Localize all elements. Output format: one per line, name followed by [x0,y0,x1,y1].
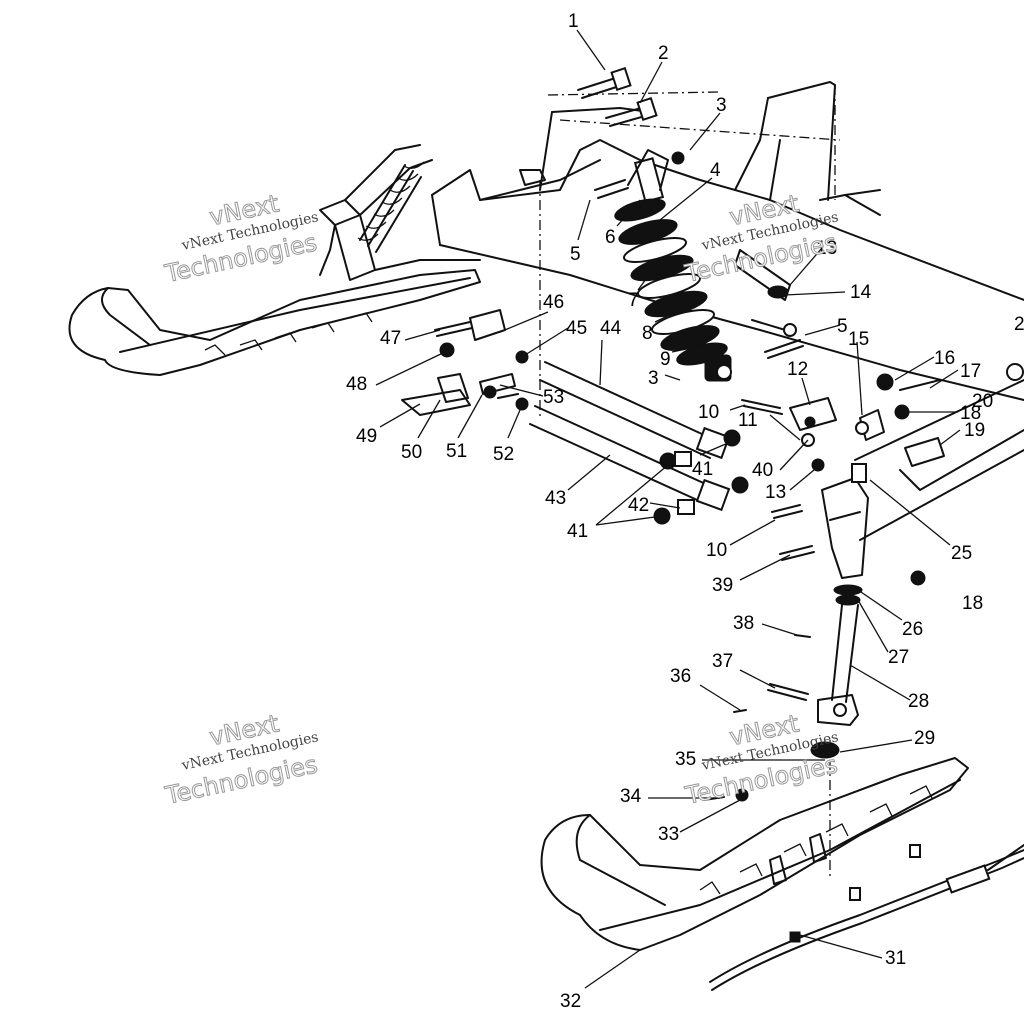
callout-11: 11 [738,410,758,431]
callout-43: 43 [545,488,566,509]
right-ski [540,740,1024,991]
callout-42: 42 [628,495,649,516]
ski-spindle [817,463,869,726]
callout-46: 46 [543,292,564,313]
callout-9: 9 [660,349,671,370]
callout-10b: 10 [706,540,727,561]
callout-5: 5 [570,244,581,265]
callout-19: 19 [964,420,985,441]
callout-41b: 41 [567,521,588,542]
callout-13: 13 [816,238,837,259]
callout-53: 53 [543,387,564,408]
callout-8: 8 [642,323,653,344]
left-suspension-assembly [68,144,481,376]
callout-44: 44 [600,318,622,339]
top-hardware [519,67,685,199]
callout-27: 27 [888,647,909,668]
callout-47: 47 [380,328,401,349]
callout-14: 14 [850,282,872,303]
small-fasteners [733,397,945,713]
callout-17: 17 [960,361,981,382]
callout-20: 20 [972,391,993,412]
callout-15: 15 [848,329,869,350]
leader-lines [375,29,961,989]
callout-12: 12 [787,359,808,380]
callout-33: 33 [658,824,679,845]
tie-rod-and-brackets [401,309,749,525]
callout-52: 52 [493,444,514,465]
callout-35: 35 [675,749,696,770]
callout-32: 32 [560,991,581,1012]
callout-13b: 13 [765,482,786,503]
callout-3b: 3 [648,368,659,389]
watermark-top-left: vNext vNext Technologies Technologies [161,189,320,289]
callout-37: 37 [712,651,733,672]
callout-49: 49 [356,426,377,447]
callout-6: 6 [605,227,616,248]
callout-45: 45 [566,318,587,339]
callout-48: 48 [346,374,367,395]
callout-29: 29 [914,728,935,749]
left-shock-spring [357,161,425,253]
callout-1: 1 [568,11,579,32]
callout-28: 28 [908,691,929,712]
callout-39: 39 [712,575,733,596]
callout-labels: 1 2 3 4 5 6 7 8 9 3 10 11 12 13 14 5 15 … [346,11,1024,1012]
callout-26: 26 [902,619,923,640]
callout-18: 18 [960,403,981,424]
watermark-top-right: vNext vNext Technologies Technologies [681,189,840,289]
callout-2: 2 [658,43,669,64]
callout-10: 10 [698,402,719,423]
callout-3: 3 [716,95,727,116]
callout-7: 7 [628,290,639,311]
callout-5b: 5 [837,316,848,337]
watermark-bottom-left: vNext vNext Technologies Technologies [162,709,321,811]
callout-25: 25 [951,543,972,564]
callout-31: 31 [885,948,906,969]
chassis-frame [431,81,1024,541]
callout-16: 16 [934,348,955,369]
callout-51: 51 [446,441,467,462]
callout-41: 41 [692,459,713,480]
callout-50: 50 [401,442,422,463]
steering-arm-hardware [734,249,941,391]
callout-38: 38 [733,613,754,634]
callout-40: 40 [752,460,773,481]
left-ski [68,269,481,376]
callout-18b: 18 [962,593,983,614]
callout-36: 36 [670,666,691,687]
callout-34: 34 [620,786,642,807]
watermark-bottom-right: vNext vNext Technologies Technologies [682,709,841,811]
callout-4: 4 [710,160,721,181]
callout-2b: 2 [1014,314,1024,335]
